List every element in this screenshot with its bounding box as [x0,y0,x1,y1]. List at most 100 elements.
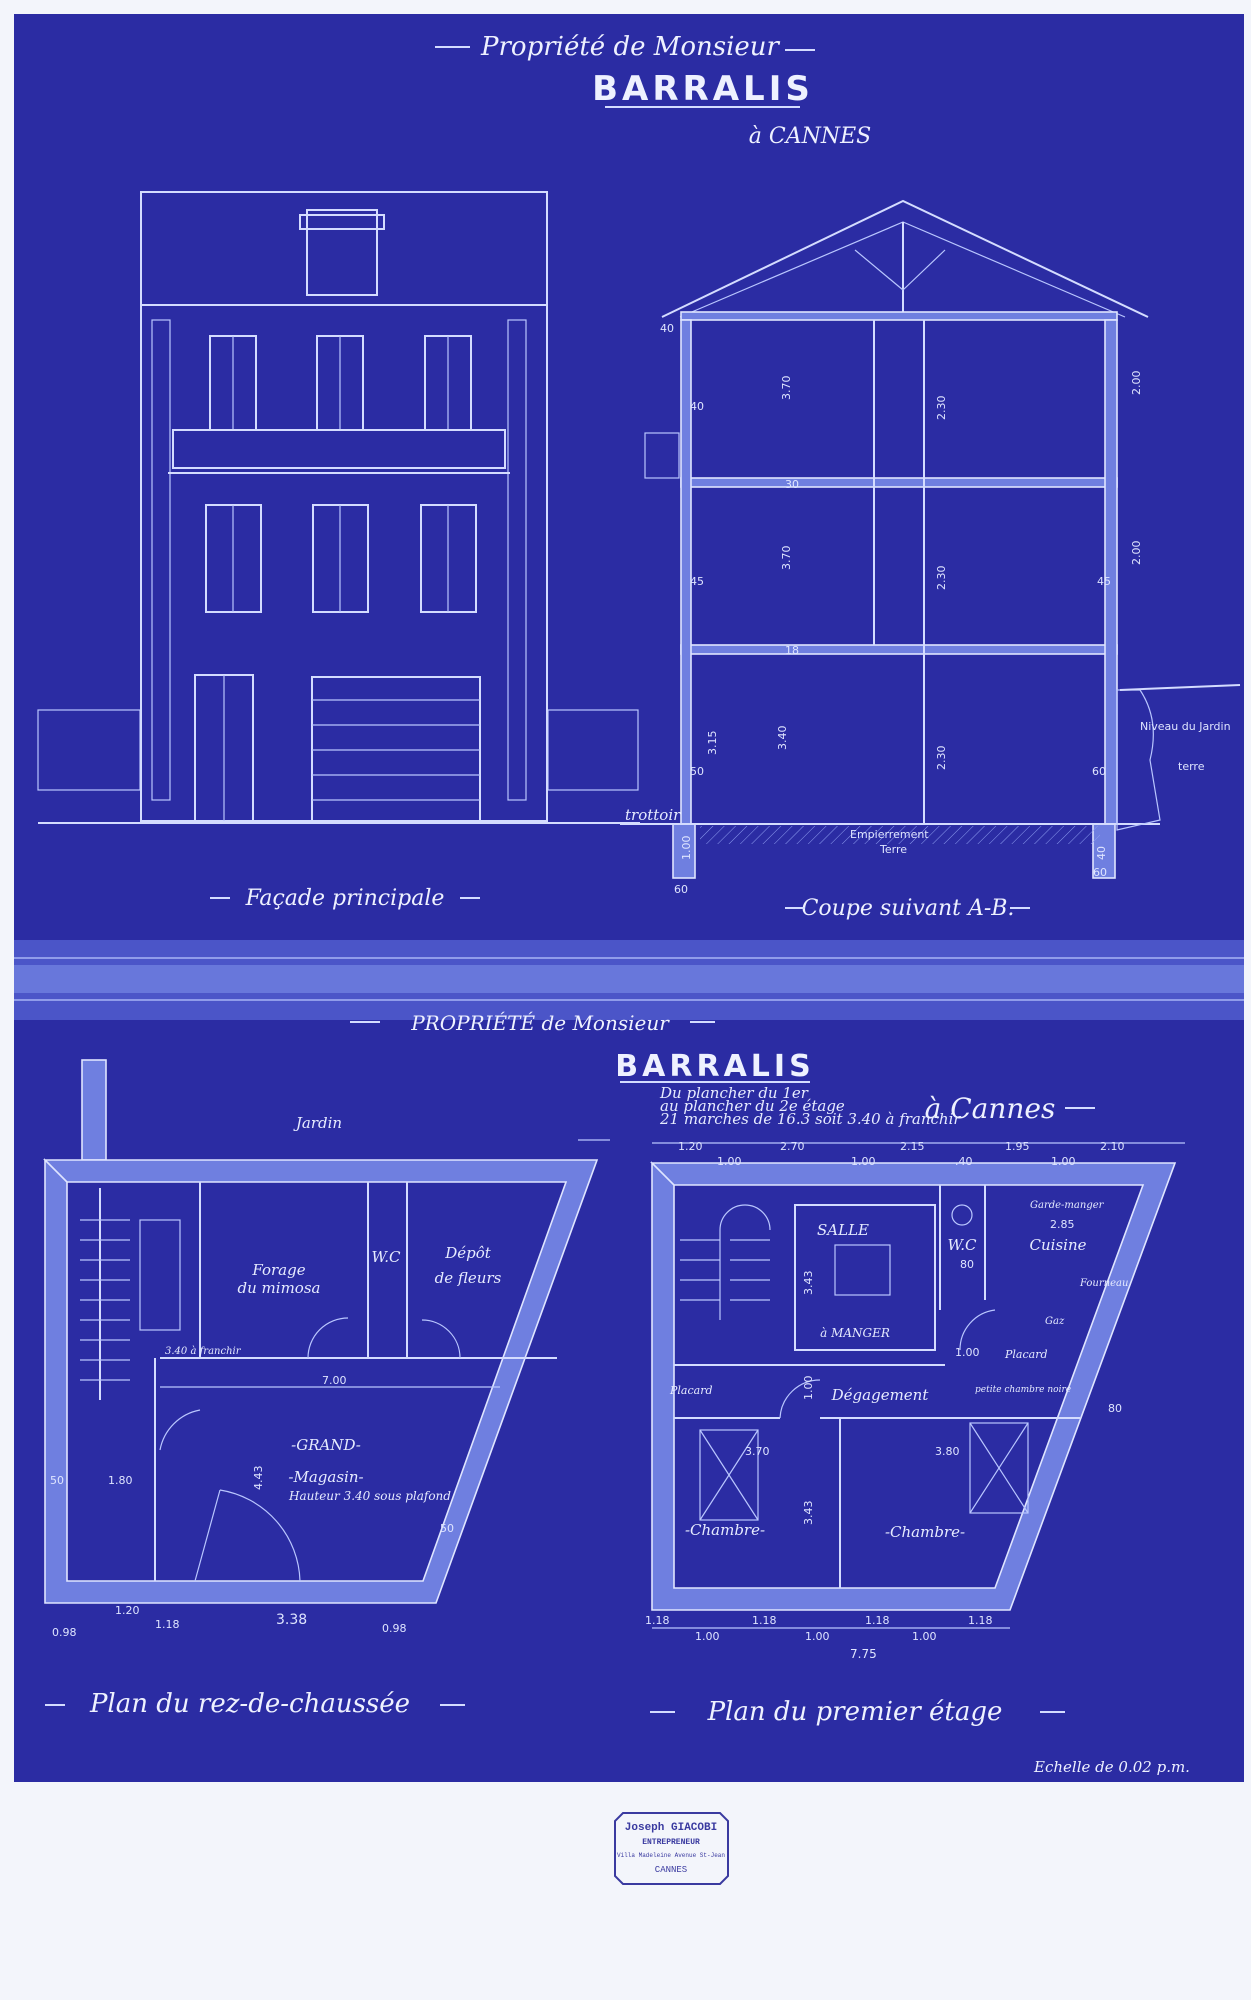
dim: 60 [1092,765,1106,778]
dim: 1.18 [155,1618,180,1631]
balcony [168,429,510,474]
dim: 18 [785,644,799,657]
ground-room-labels: Jardin Forage du mimosa W.C Dépôt de fle… [165,1114,502,1503]
room-label: Garde-manger [1030,1200,1105,1211]
bottom-title-block: PROPRIÉTÉ de Monsieur BARRALIS à Cannes [350,1011,1095,1125]
ground-dims: 7.00 4.43 1.80 50 1.20 1.18 3.38 0.98 0.… [50,1374,454,1639]
section-label: Empierrement [850,828,929,841]
dim: 7.00 [322,1374,347,1387]
dim: 1.00 [695,1630,720,1643]
dim: 2.00 [1130,541,1143,566]
first-plan-caption: Plan du premier étage [707,1697,1003,1727]
room-label: W.C [947,1236,977,1254]
dim: 1.00 [912,1630,937,1643]
room-label: petite chambre noire [975,1385,1071,1395]
balcony-section [644,432,680,479]
ground-floor-plan: Jardin Forage du mimosa W.C Dépôt de fle… [43,1059,610,1639]
dim: 40 [660,322,674,335]
room-label: -Magasin- [288,1468,363,1486]
room-label: Placard [669,1384,713,1397]
room-label: -Chambre- [885,1523,965,1541]
title-propriete: Propriété de Monsieur [480,32,781,62]
dim: 3.70 [780,546,793,571]
note-line: au plancher du 2e étage [660,1097,845,1115]
first-room-labels: SALLE à MANGER W.C Cuisine Garde-manger … [669,1200,1128,1541]
dim: 1.80 [108,1474,133,1487]
room-label: à MANGER [820,1326,890,1340]
dim: 2.00 [1130,371,1143,396]
dim: 1.00 [1051,1155,1076,1168]
dim: 4.43 [252,1466,265,1491]
dim: 1.00 [717,1155,742,1168]
first-top-dims: 1.20 2.70 2.15 1.95 2.10 1.00 1.00 .40 1… [678,1140,1125,1168]
dim: 1.00 [802,1376,815,1401]
dim: 0.98 [382,1622,407,1635]
dim: 1.00 [805,1630,830,1643]
dim: 2.30 [935,566,948,591]
first-floor-plan: SALLE à MANGER W.C Cuisine Garde-manger … [645,1140,1185,1661]
dim: 1.20 [678,1140,703,1153]
section-caption: Coupe suivant A-B. [802,896,1015,921]
dim: 30 [785,478,799,491]
dim: 80 [960,1258,974,1271]
middle-windows [205,504,477,613]
dim: 3.70 [780,376,793,401]
fold-band [14,940,1244,1020]
stamp-line: CANNES [655,1865,687,1875]
staircase [80,1219,181,1381]
toilet-icon [951,1204,973,1226]
dim: .40 [955,1155,973,1168]
stamp-line: Joseph GIACOBI [625,1822,717,1834]
facade-elevation: Façade principale [37,191,640,911]
room-label: de fleurs [435,1269,502,1287]
dim: 2.10 [1100,1140,1125,1153]
chimney [306,209,378,296]
top-title-block: Propriété de Monsieur BARRALIS à CANNES [435,32,871,149]
dim: 60 [1093,866,1107,879]
dim: 3.15 [706,731,719,756]
dim: 50 [690,765,704,778]
room-label: Fourneau [1079,1278,1128,1289]
dim: 45 [1097,575,1111,588]
first-dims: 2.85 3.43 80 1.00 1.00 3.70 3.80 3.43 80 [745,1218,1122,1525]
dim: 3.70 [745,1445,770,1458]
dim: 2.15 [900,1140,925,1153]
dim: 3.43 [802,1501,815,1526]
room-label: Dépôt [444,1244,492,1262]
room-label: Jardin [293,1114,342,1132]
section-label: Niveau du Jardin [1140,720,1231,733]
bottom-title-location: à Cannes [925,1092,1056,1125]
ground-plan-caption: Plan du rez-de-chaussée [89,1689,410,1719]
facade-caption: Façade principale [245,886,445,911]
dim: 50 [50,1474,64,1487]
dim: 2.70 [780,1140,805,1153]
dining-table [834,1244,891,1296]
dim: 3.38 [276,1612,307,1628]
note-line: Du plancher du 1er [659,1084,809,1102]
dim: 80 [1108,1402,1122,1415]
dim: 3.80 [935,1445,960,1458]
dim: 60 [674,883,688,896]
contractor-stamp: Joseph GIACOBI ENTREPRENEUR Villa Madele… [614,1812,729,1885]
stamp-line: Villa Madeleine Avenue St-Jean [617,1852,725,1859]
note-line: 21 marches de 16.3 soit 3.40 à franchir [659,1110,961,1128]
dim: 3.40 [776,726,789,751]
dim: 45 [690,575,704,588]
first-bottom-dims: 1.18 1.00 1.18 1.00 1.18 1.00 1.18 7.75 [645,1614,993,1661]
dim: 1.95 [1005,1140,1030,1153]
room-label: -Chambre- [685,1521,765,1539]
room-label: Gaz [1045,1316,1065,1327]
room-label: Dégagement [831,1386,930,1404]
dim: 1.00 [955,1346,980,1359]
dim: 2.30 [935,746,948,771]
staircase [680,1204,771,1320]
dim: 1.18 [752,1614,777,1627]
dim: 2.85 [1050,1218,1075,1231]
dim: 1.00 [851,1155,876,1168]
title-owner-name: BARRALIS [592,69,814,109]
title-location: à CANNES [749,124,871,149]
room-label: Placard [1004,1348,1048,1361]
room-label: Hauteur 3.40 sous plafond [288,1489,451,1503]
dim: 1.18 [968,1614,993,1627]
